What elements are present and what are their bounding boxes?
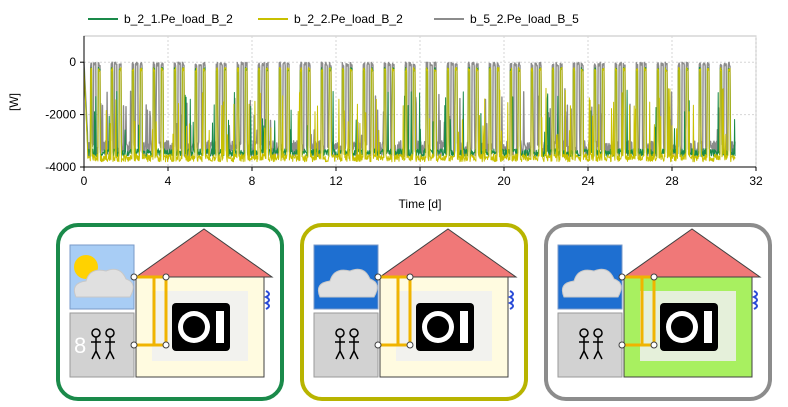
pump-panel-icon: [216, 311, 224, 343]
fan-hub-icon: [427, 316, 449, 338]
series-layer: [83, 61, 736, 163]
connector-node: [618, 341, 626, 349]
occupants-box: [313, 312, 379, 378]
connector-node: [406, 341, 414, 349]
x-tick-label: 28: [665, 174, 679, 188]
legend-label: b_5_2.Pe_load_B_5: [470, 12, 579, 26]
occupants-box: [69, 312, 135, 378]
occupancy-label: 8: [74, 333, 86, 358]
connector-node: [650, 273, 658, 281]
x-tick-label: 16: [413, 174, 427, 188]
connector-node: [406, 273, 414, 281]
wire-connector: [622, 275, 644, 347]
cloud-icon: [73, 268, 134, 298]
cloud-icon: [317, 268, 378, 298]
radiator-icon: [751, 290, 758, 310]
x-axis: 0 4 8 12 16 20 24 28 32: [81, 166, 763, 188]
x-tick-label: 4: [165, 174, 172, 188]
x-tick-label: 20: [497, 174, 511, 188]
legend: b_2_1.Pe_load_B_2 b_2_2.Pe_load_B_2 b_5_2.…: [88, 12, 579, 26]
building-icon-3: [544, 223, 772, 401]
wire-connector: [642, 275, 656, 347]
person-icon: [91, 337, 101, 360]
building-icons: 8: [56, 223, 772, 401]
building-icon-1: 8: [56, 223, 284, 401]
wire-connector: [154, 275, 168, 347]
connector-node: [130, 273, 138, 281]
x-tick-label: 12: [329, 174, 343, 188]
y-axis-title: [W]: [7, 93, 21, 111]
connector-node: [162, 341, 170, 349]
connector-node: [162, 273, 170, 281]
person-icon: [349, 337, 359, 360]
x-tick-label: 0: [81, 174, 88, 188]
person-icon: [335, 337, 345, 360]
radiator-icon: [507, 290, 514, 310]
connector-node: [618, 273, 626, 281]
wire-connector: [378, 275, 400, 347]
x-tick-label: 24: [581, 174, 595, 188]
legend-label: b_2_2.Pe_load_B_2: [294, 12, 403, 26]
connector-node: [374, 341, 382, 349]
radiator-icon: [263, 290, 270, 310]
legend-label: b_2_1.Pe_load_B_2: [124, 12, 233, 26]
wire-connector: [398, 275, 412, 347]
connector-node: [130, 341, 138, 349]
fan-hub-icon: [671, 316, 693, 338]
pump-panel-icon: [704, 311, 712, 343]
connector-node: [650, 341, 658, 349]
series-line-2: [83, 66, 736, 163]
y-axis: 0 -2000 -4000: [45, 36, 85, 174]
x-tick-label: 8: [249, 174, 256, 188]
y-tick-label: 0: [69, 55, 76, 69]
wire-connector: [134, 275, 156, 347]
person-icon: [593, 337, 603, 360]
x-tick-label: 32: [749, 174, 763, 188]
occupants-box: [557, 312, 623, 378]
cloud-icon: [561, 268, 622, 298]
connector-node: [374, 273, 382, 281]
x-axis-title: Time [d]: [399, 197, 442, 211]
building-icon-2: [300, 223, 528, 401]
fan-hub-icon: [183, 316, 205, 338]
line-chart: b_2_1.Pe_load_B_2 b_2_2.Pe_load_B_2 b_5_2.…: [7, 12, 763, 211]
y-tick-label: -2000: [45, 108, 76, 122]
y-tick-label: -4000: [45, 160, 76, 174]
person-icon: [105, 337, 115, 360]
pump-panel-icon: [460, 311, 468, 343]
person-icon: [579, 337, 589, 360]
